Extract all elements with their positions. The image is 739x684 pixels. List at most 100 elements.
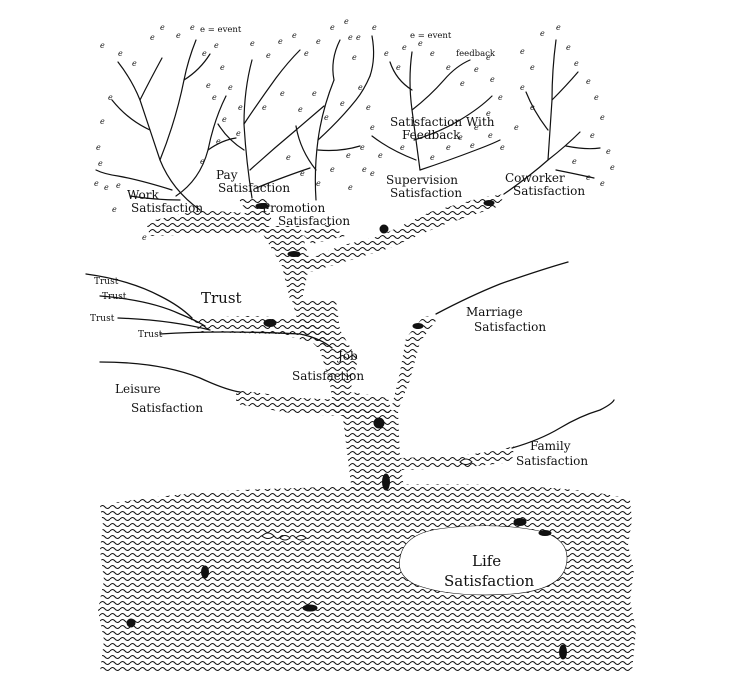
event-mark: e xyxy=(358,83,363,92)
upper-trunk xyxy=(258,226,310,300)
event-mark: e xyxy=(446,63,451,72)
event-mark: e xyxy=(278,37,283,46)
event-mark: e xyxy=(112,205,117,214)
crab-icon xyxy=(126,618,136,628)
event-mark: e xyxy=(430,49,435,58)
event-mark: e xyxy=(372,23,377,32)
event-mark: e xyxy=(216,137,221,146)
event-mark: e xyxy=(316,179,321,188)
event-mark: e xyxy=(300,169,305,178)
event-mark: e xyxy=(566,43,571,52)
event-mark: e xyxy=(118,49,123,58)
event-mark: e xyxy=(228,83,233,92)
event-mark: e xyxy=(100,117,105,126)
event-mark: e xyxy=(520,47,525,56)
promotion-branch xyxy=(300,224,345,244)
duck-icon xyxy=(459,458,473,465)
event-mark: e xyxy=(360,143,365,152)
trust-branch xyxy=(190,316,330,346)
event-mark: e xyxy=(108,93,113,102)
event-mark: e xyxy=(262,103,267,112)
event-mark: e xyxy=(594,93,599,102)
label-marriage: Marriage xyxy=(466,305,523,319)
label-leisure-satisfaction: Satisfaction xyxy=(131,401,203,415)
label-trust-main: Trust xyxy=(201,289,242,307)
event-mark: e xyxy=(222,115,227,124)
life-label-bubble xyxy=(399,525,568,596)
event-mark: e xyxy=(470,141,475,150)
event-mark: e xyxy=(214,41,219,50)
trunk-to-life xyxy=(342,410,404,492)
label-work-satisfaction: Satisfaction xyxy=(131,201,203,215)
supervision-coworker-branch xyxy=(302,194,504,272)
event-mark: e xyxy=(116,181,121,190)
label-pay: Pay xyxy=(216,168,238,182)
event-mark: e xyxy=(160,23,165,32)
event-mark: e xyxy=(324,113,329,122)
label-coworker: Coworker xyxy=(505,171,565,185)
fish-icon xyxy=(287,251,301,257)
duck-icon xyxy=(279,535,291,541)
fish-icon xyxy=(538,530,552,536)
event-mark: e xyxy=(190,23,195,32)
event-mark: e xyxy=(330,165,335,174)
legend-feedback: feedback xyxy=(456,49,496,59)
event-mark: e xyxy=(474,123,479,132)
event-mark: e xyxy=(330,23,335,32)
label-promotion-satisfaction: Satisfaction xyxy=(278,214,350,228)
event-mark: e xyxy=(94,179,99,188)
legend-event-left: e = event xyxy=(200,25,242,35)
label-trust-2: Trust xyxy=(102,292,127,302)
label-life: Life xyxy=(472,552,501,570)
legend-event-right: e = event xyxy=(410,31,452,41)
event-mark: e xyxy=(370,123,375,132)
label-family-satisfaction: Satisfaction xyxy=(516,454,588,468)
event-mark: e xyxy=(346,151,351,160)
event-mark: e xyxy=(340,99,345,108)
event-mark: e xyxy=(96,143,101,152)
event-mark: e xyxy=(202,49,207,58)
event-mark: e xyxy=(316,37,321,46)
work-branch xyxy=(146,210,270,236)
event-mark: e xyxy=(176,31,181,40)
frog-icon xyxy=(201,565,209,579)
marriage-branch xyxy=(392,316,438,410)
event-mark: e xyxy=(396,63,401,72)
decorative-ducks xyxy=(261,458,473,541)
label-supervision-satisfaction: Satisfaction xyxy=(390,186,462,200)
event-mark: e xyxy=(292,31,297,40)
event-mark: e xyxy=(490,75,495,84)
event-mark: e xyxy=(104,183,109,192)
event-mark: e xyxy=(402,43,407,52)
event-mark: e xyxy=(236,129,241,138)
event-mark: e xyxy=(370,169,375,178)
event-mark: e xyxy=(206,81,211,90)
duck-icon xyxy=(295,535,307,541)
label-coworker-satisfaction: Satisfaction xyxy=(513,184,585,198)
event-mark: e xyxy=(498,93,503,102)
event-mark: e xyxy=(220,63,225,72)
duck-icon xyxy=(261,532,275,539)
leisure-branch xyxy=(236,390,344,416)
event-mark: e xyxy=(238,103,243,112)
event-mark: e xyxy=(474,65,479,74)
event-mark: e xyxy=(304,49,309,58)
label-work: Work xyxy=(127,188,159,202)
event-mark: e xyxy=(520,83,525,92)
event-mark: e xyxy=(418,39,423,48)
crown-branches xyxy=(95,35,601,211)
event-mark: e xyxy=(610,163,615,172)
event-mark: e xyxy=(356,33,361,42)
event-mark: e xyxy=(590,131,595,140)
event-mark: e xyxy=(384,49,389,58)
event-mark: e xyxy=(600,179,605,188)
frog-icon xyxy=(559,644,567,660)
fish-icon xyxy=(302,604,318,612)
event-mark: e xyxy=(212,93,217,102)
label-marriage-satisfaction: Satisfaction xyxy=(474,320,546,334)
event-mark: e xyxy=(200,157,205,166)
label-family: Family xyxy=(530,439,571,453)
event-mark: e xyxy=(352,53,357,62)
event-mark: e xyxy=(100,41,105,50)
